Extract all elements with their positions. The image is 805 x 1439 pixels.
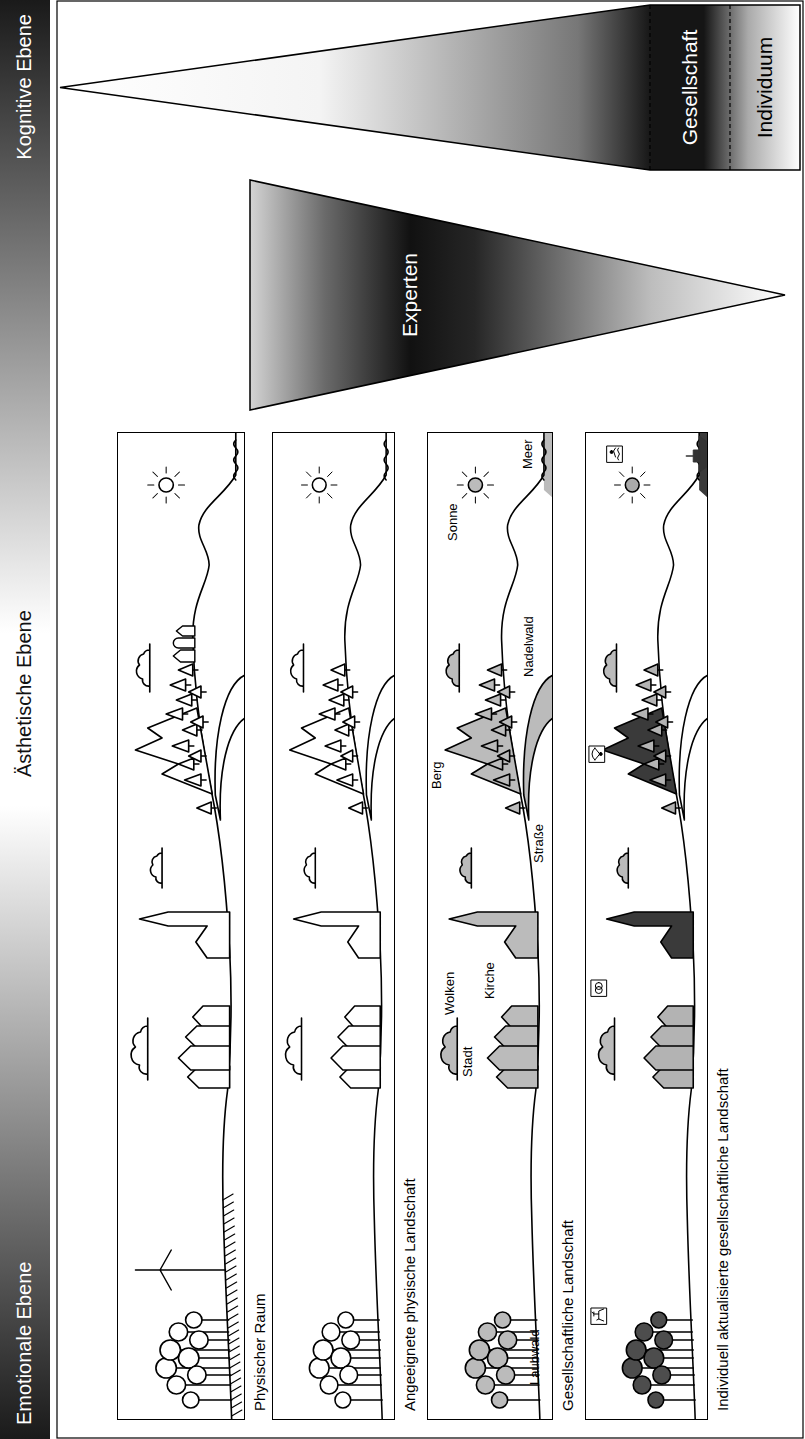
landscape-panel: Gesellschaftliche LandschaftLaubwaldStad… (427, 432, 553, 1420)
triangle-outline (60, 5, 800, 170)
panel-heading: Individuell aktualisierte gesellschaftli… (714, 1068, 731, 1411)
level-gradient-bar: Kognitive EbeneÄsthetische EbeneEmotiona… (0, 0, 50, 1439)
landscape-physical (131, 432, 245, 1420)
landscape-social (441, 432, 553, 1420)
landscape-individual (599, 432, 708, 1420)
text-label: Ästhetische Ebene (13, 610, 36, 777)
text-label: Kognitive Ebene (13, 14, 36, 160)
text-label: Wolken (443, 972, 458, 1015)
text-label: Sonne (446, 503, 461, 541)
text-label: Gesellschaft (678, 5, 702, 170)
text-label: Laubwald (528, 1329, 543, 1385)
text-label: Kirche (483, 962, 498, 999)
text-label: Experten (398, 180, 422, 410)
landscape-panel: Individuell aktualisierte gesellschaftli… (585, 432, 708, 1420)
landscape-panel: Angeeignete physische Landschaft (272, 432, 395, 1420)
text-label: Nadelwald (522, 616, 537, 677)
text-label: Stadt (461, 1047, 476, 1077)
triangle-outline (250, 180, 785, 410)
society-triangle: Gesellschaft Individuum (60, 5, 800, 170)
turbine-and-village (135, 626, 241, 1416)
activity-icons (589, 436, 706, 1324)
text-label: Straße (532, 824, 547, 863)
shape-outline (250, 180, 785, 410)
landscape-appropriated (286, 432, 395, 1420)
panel-heading: Gesellschaftliche Landschaft (559, 1220, 576, 1411)
band-divider (729, 5, 730, 170)
panel-heading: Angeeignete physische Landschaft (401, 1178, 418, 1411)
text-label: Berg (430, 762, 445, 789)
text-label: Individuum (753, 5, 777, 170)
outer-frame (57, 1, 803, 1438)
landscape-panel: Physischer Raum (117, 432, 245, 1420)
expert-triangle: Experten (250, 180, 785, 410)
band-divider (649, 5, 650, 170)
text-label: Emotionale Ebene (13, 1262, 36, 1425)
panel-heading: Physischer Raum (251, 1293, 268, 1411)
text-label: Meer (521, 439, 536, 469)
